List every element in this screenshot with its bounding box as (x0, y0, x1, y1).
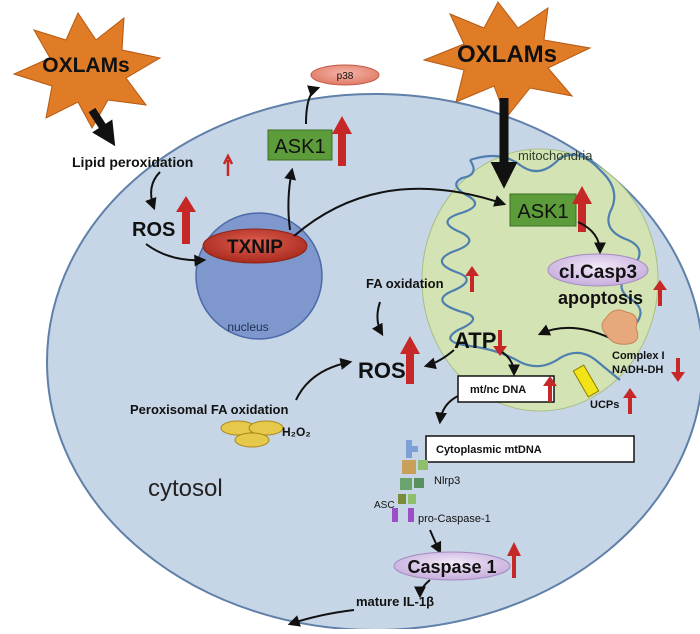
ask1-cyto-up-icon (332, 116, 352, 166)
ask1-cyto-box (267, 129, 333, 161)
lipid-peroxidation-up-icon (222, 153, 234, 176)
cl-casp3-oval (547, 253, 649, 287)
nucleus-label: nucleus (227, 320, 268, 334)
txnip-label: TXNIP (227, 237, 283, 258)
apoptosis-label: apoptosis (558, 288, 643, 308)
p38-oval (310, 64, 380, 86)
mt-nc-dna-box (457, 375, 555, 403)
mitochondrion (421, 148, 659, 412)
atp-to-dna-arrow (501, 351, 520, 377)
oxlams-left-label: OXLAMs (42, 54, 130, 77)
lipid-to-ros-arrow (145, 171, 161, 211)
atp-down-icon (493, 330, 507, 356)
cytoplasmic-mtdna-label: Cytoplasmic mtDNA (436, 444, 542, 456)
ucp-icon (572, 364, 600, 398)
pro-caspase-to-caspase-arrow (429, 529, 442, 555)
caspase1-oval (393, 551, 511, 581)
complex-i-icon (601, 309, 639, 345)
fa-oxidation-up-icon (465, 266, 479, 292)
nadh-dh-label: NADH-DH (612, 364, 663, 376)
atp-label: ATP (454, 328, 496, 353)
dna-to-cytoplasmic-arrow (435, 395, 459, 425)
caspase1-label: Caspase 1 (407, 557, 496, 577)
ask1-mito-box (509, 193, 577, 227)
peroxisomal-label: Peroxisomal FA oxidation (130, 402, 289, 417)
txnip-to-mito-ask1-arrow (293, 187, 507, 237)
mt-nc-dna-label: mt/nc DNA (470, 384, 526, 396)
mt-nc-dna-up-icon (543, 376, 557, 402)
atp-to-ros-arrow (423, 349, 455, 370)
fa-oxidation-label: FA oxidation (366, 276, 444, 291)
oxlams-right-label: OXLAMs (457, 41, 557, 68)
caspase-to-il1b-arrow (414, 579, 431, 599)
mitochondria-label: mitochondria (518, 148, 593, 163)
cl-casp3-label: cl.Casp3 (559, 262, 637, 283)
cytoplasmic-mtdna-box (425, 435, 635, 463)
ask1-to-p38-arrow (305, 85, 321, 125)
ask1-to-casp3-arrow (577, 221, 606, 255)
ucps-label: UCPs (590, 399, 619, 411)
nlrp3-label: Nlrp3 (434, 475, 460, 487)
ucps-up-icon (623, 388, 637, 414)
ros-center-up-icon (400, 336, 420, 384)
complex-i-down-icon (671, 358, 685, 382)
ros-top-up-icon (176, 196, 196, 244)
txnip-to-ask1-arrow (284, 167, 297, 231)
cytosol-label: cytosol (148, 475, 223, 502)
fa-to-ros-arrow (372, 301, 384, 337)
ask1-mito-label: ASK1 (517, 201, 568, 223)
ask1-mito-up-icon (572, 186, 592, 232)
caspase1-up-icon (507, 542, 521, 578)
oxlams-left-arrow (88, 107, 116, 147)
inner-membrane (440, 153, 642, 381)
inflammasome-icon (392, 440, 428, 522)
peroxisomal-to-ros-arrow (295, 358, 353, 401)
ros-center-label: ROS (358, 358, 406, 383)
txnip-oval (202, 228, 308, 264)
complex-to-atp-arrow (537, 324, 611, 339)
peroxisome-icon (234, 432, 270, 448)
lipid-peroxidation-label: Lipid peroxidation (72, 154, 193, 170)
peroxisome-icon (248, 420, 284, 436)
p38-label: p38 (337, 71, 354, 82)
il1b-export-arrow (287, 609, 355, 627)
complex-i-label: Complex I (612, 350, 665, 362)
oxlams-left-star (12, 11, 162, 130)
pro-caspase-label: pro-Caspase-1 (418, 513, 491, 525)
asc-label: ASC (374, 500, 395, 511)
ask1-cyto-label: ASK1 (274, 136, 325, 158)
h2o2-label: H₂O₂ (282, 425, 311, 439)
apoptosis-up-icon (653, 280, 667, 306)
ros-to-txnip-arrow (145, 243, 207, 267)
il1b-label: mature IL-1β (356, 594, 434, 609)
ros-top-label: ROS (132, 219, 175, 241)
